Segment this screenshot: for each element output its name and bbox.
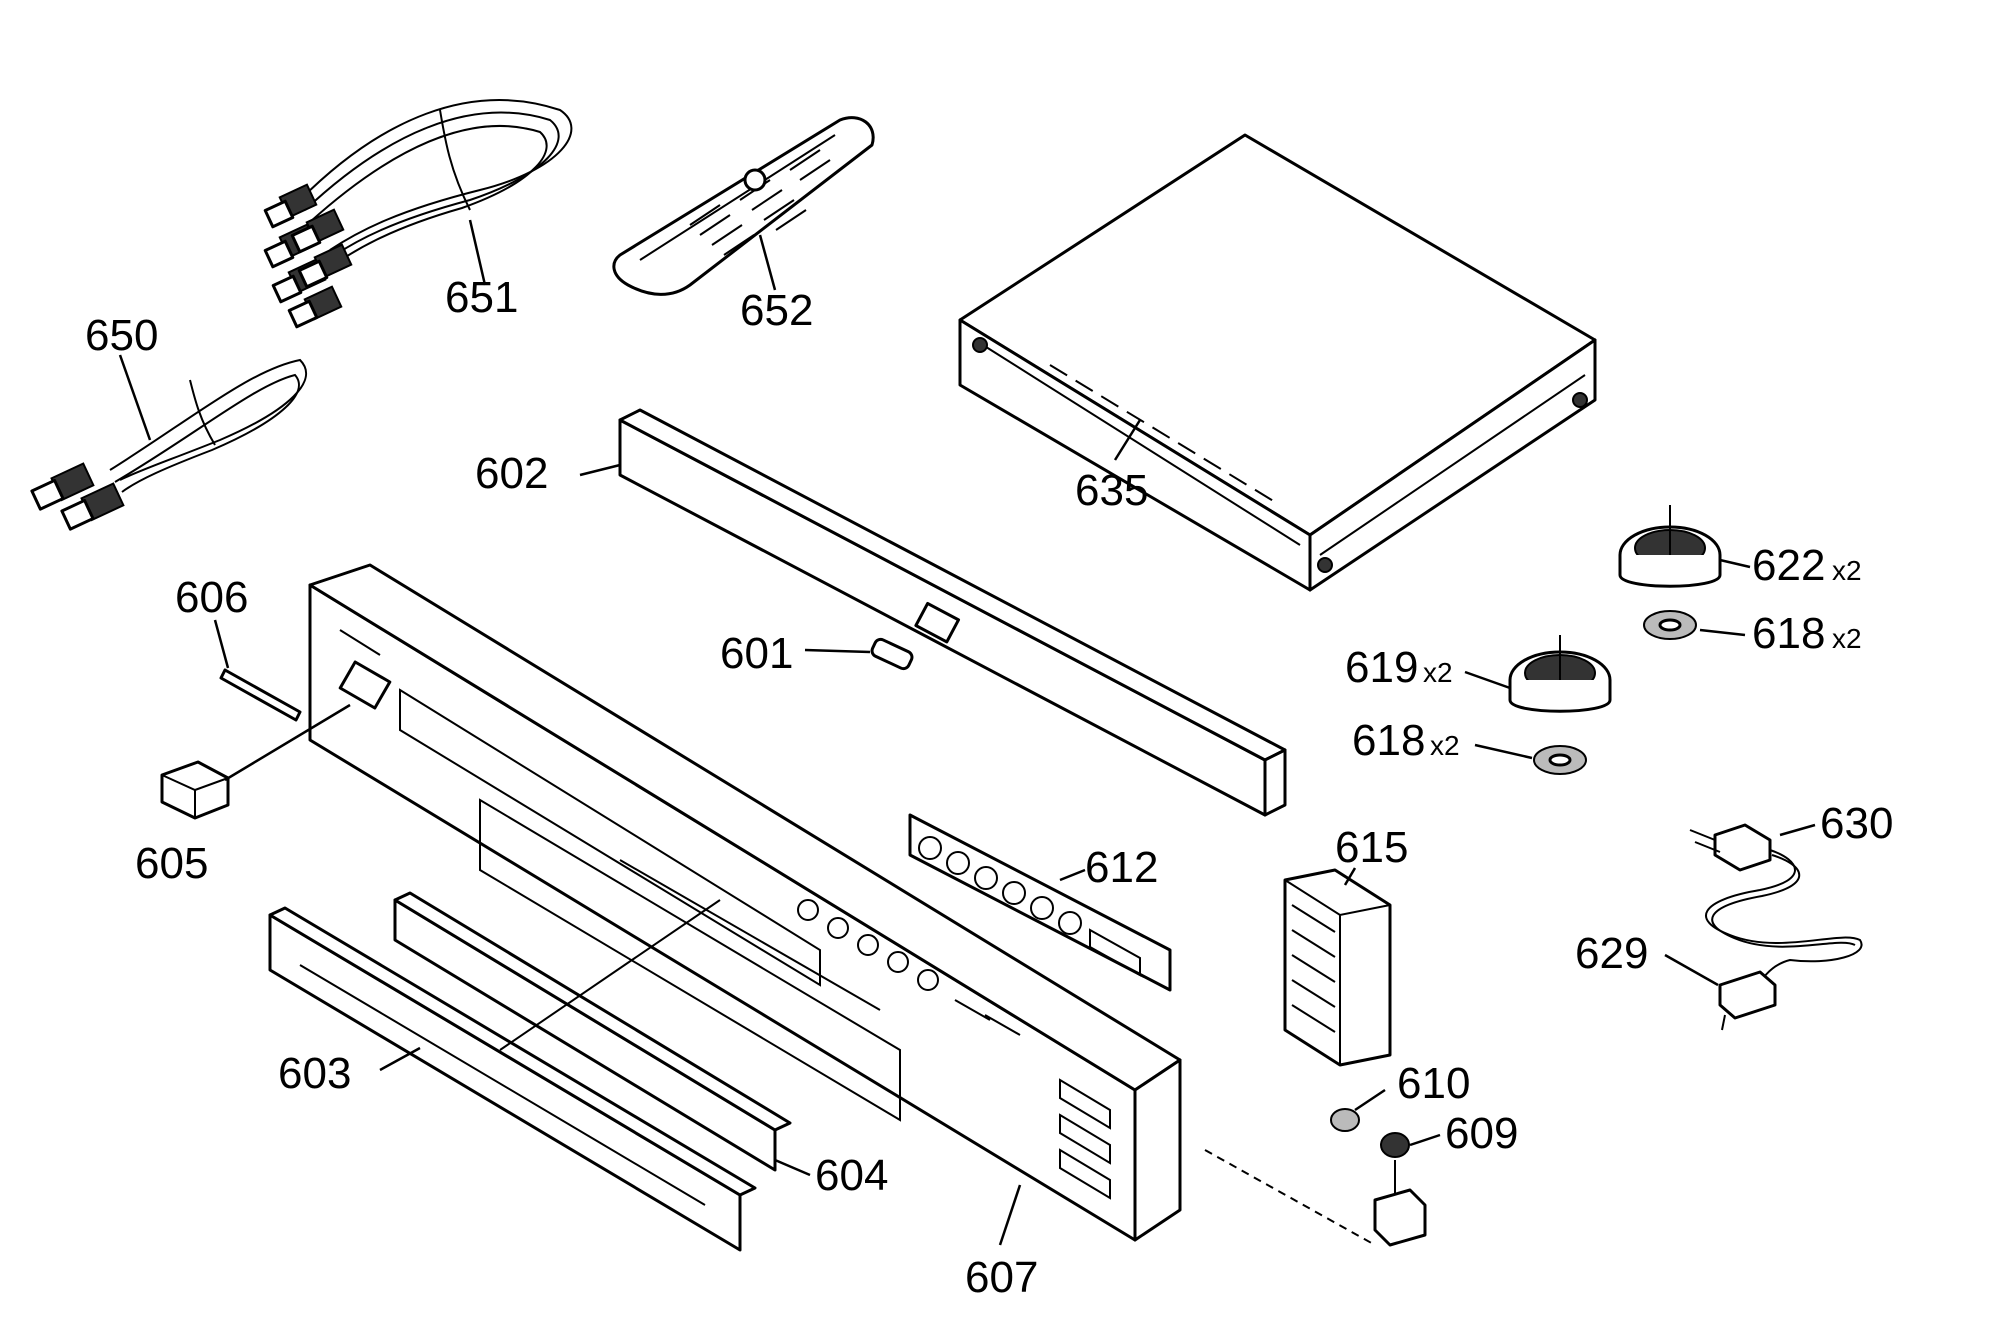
- label-629: 629: [1575, 929, 1648, 978]
- label-605: 605: [135, 839, 208, 888]
- label-650: 650: [85, 311, 158, 360]
- part-606-slim-strip[interactable]: 606: [175, 573, 302, 722]
- part-635-top-cover[interactable]: 635: [958, 133, 1597, 592]
- label-622: 622: [1752, 541, 1825, 590]
- qty-619: x2: [1423, 657, 1453, 688]
- label-603: 603: [278, 1049, 351, 1098]
- part-610-washer[interactable]: 610: [1330, 1059, 1470, 1132]
- label-618-lower: 618: [1352, 716, 1425, 765]
- part-618-washer-upper[interactable]: 618 x2: [1643, 609, 1862, 658]
- label-635: 635: [1075, 466, 1148, 515]
- part-622-foot[interactable]: 622 x2: [1618, 505, 1862, 590]
- part-609-gear[interactable]: 609: [1380, 1109, 1518, 1158]
- part-605-button-block[interactable]: 605: [135, 703, 351, 888]
- part-601-badge[interactable]: 601: [720, 629, 914, 678]
- part-603-lens-panel[interactable]: 603: [268, 906, 757, 1252]
- part-650-audio-cable[interactable]: 650: [30, 311, 307, 531]
- label-618-upper: 618: [1752, 609, 1825, 658]
- label-607: 607: [965, 1253, 1038, 1302]
- part-652-remote-control[interactable]: 652: [612, 116, 875, 335]
- label-604: 604: [815, 1151, 888, 1200]
- label-612: 612: [1085, 843, 1158, 892]
- part-615-bracket[interactable]: 615: [1283, 823, 1408, 1067]
- label-651: 651: [445, 273, 518, 322]
- part-630-power-cord[interactable]: 630: [1689, 799, 1893, 1001]
- label-619: 619: [1345, 643, 1418, 692]
- qty-618-upper: x2: [1832, 623, 1862, 654]
- part-604-display-window[interactable]: 604: [393, 891, 888, 1200]
- label-606: 606: [175, 573, 248, 622]
- part-612-button-row[interactable]: 612: [908, 813, 1172, 992]
- label-610: 610: [1397, 1059, 1470, 1108]
- part-607-front-bezel[interactable]: 607: [308, 563, 1182, 1302]
- part-602-front-panel-strip[interactable]: 602: [475, 408, 1287, 817]
- label-652: 652: [740, 286, 813, 335]
- label-615: 615: [1335, 823, 1408, 872]
- part-618-washer-lower[interactable]: 618 x2: [1352, 716, 1587, 775]
- part-629-plug[interactable]: 629: [1575, 929, 1777, 1031]
- part-619-foot[interactable]: 619 x2: [1345, 635, 1612, 713]
- qty-618-lower: x2: [1430, 730, 1460, 761]
- label-602: 602: [475, 449, 548, 498]
- qty-622: x2: [1832, 555, 1862, 586]
- label-609: 609: [1445, 1109, 1518, 1158]
- label-630: 630: [1820, 799, 1893, 848]
- motor-assembly: [1204, 1149, 1427, 1247]
- part-651-av-cable[interactable]: 651: [263, 99, 573, 329]
- label-601: 601: [720, 629, 793, 678]
